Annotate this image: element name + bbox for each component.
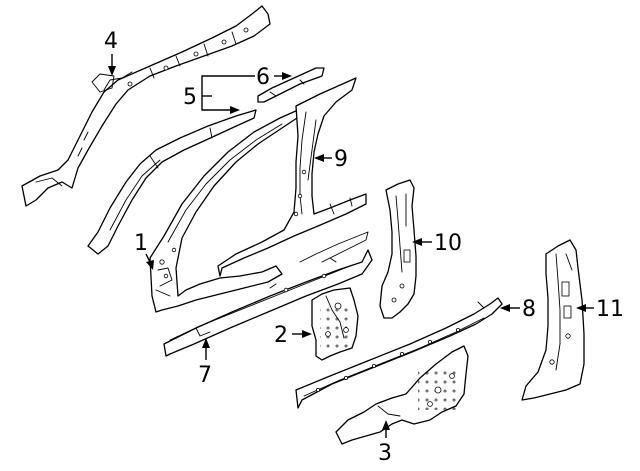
arrowhead-6 (282, 72, 292, 80)
callout-6: 6 (256, 65, 270, 90)
callout-4: 4 (104, 29, 118, 54)
arrowhead-1 (146, 260, 154, 270)
arrowhead-11 (576, 304, 586, 312)
part-4-roof-rail (21, 5, 271, 207)
arrowhead-3 (382, 420, 390, 430)
arrowhead-5 (230, 106, 240, 114)
callout-8: 8 (522, 297, 536, 322)
callout-10: 10 (434, 231, 462, 256)
arrowhead-9 (314, 154, 324, 162)
arrowhead-10 (412, 238, 422, 246)
part-8-sill-reinforcement (295, 297, 503, 409)
arrowhead-2 (302, 330, 312, 338)
arrowhead-7 (202, 338, 210, 348)
part-7-rocker-panel (163, 231, 373, 357)
arrowhead-8 (500, 304, 510, 312)
callout-7: 7 (198, 363, 212, 388)
part-11-c-pillar-inner (521, 239, 585, 401)
callout-3: 3 (378, 441, 392, 466)
callout-5: 5 (183, 85, 197, 110)
part-5-pillar-reinforcement (87, 109, 257, 255)
leader-1 (145, 253, 151, 263)
callout-9: 9 (334, 147, 348, 172)
part-2-inner-bracket (311, 287, 359, 361)
part-1-body-side-outer (149, 109, 301, 313)
part-6-bracket (257, 67, 325, 103)
callout-1: 1 (134, 231, 148, 256)
part-9-b-pillar-outer (217, 77, 367, 277)
leader-lines (108, 54, 594, 438)
callout-2: 2 (274, 323, 288, 348)
part-3-wheelhouse-lower (335, 345, 469, 445)
callout-11: 11 (596, 297, 624, 322)
leader-5 (201, 75, 255, 111)
callout-labels: 4 5 6 9 1 10 7 2 8 11 3 (104, 29, 624, 466)
part-10-b-pillar-reinforcement (379, 179, 417, 319)
arrowhead-4 (108, 66, 116, 76)
